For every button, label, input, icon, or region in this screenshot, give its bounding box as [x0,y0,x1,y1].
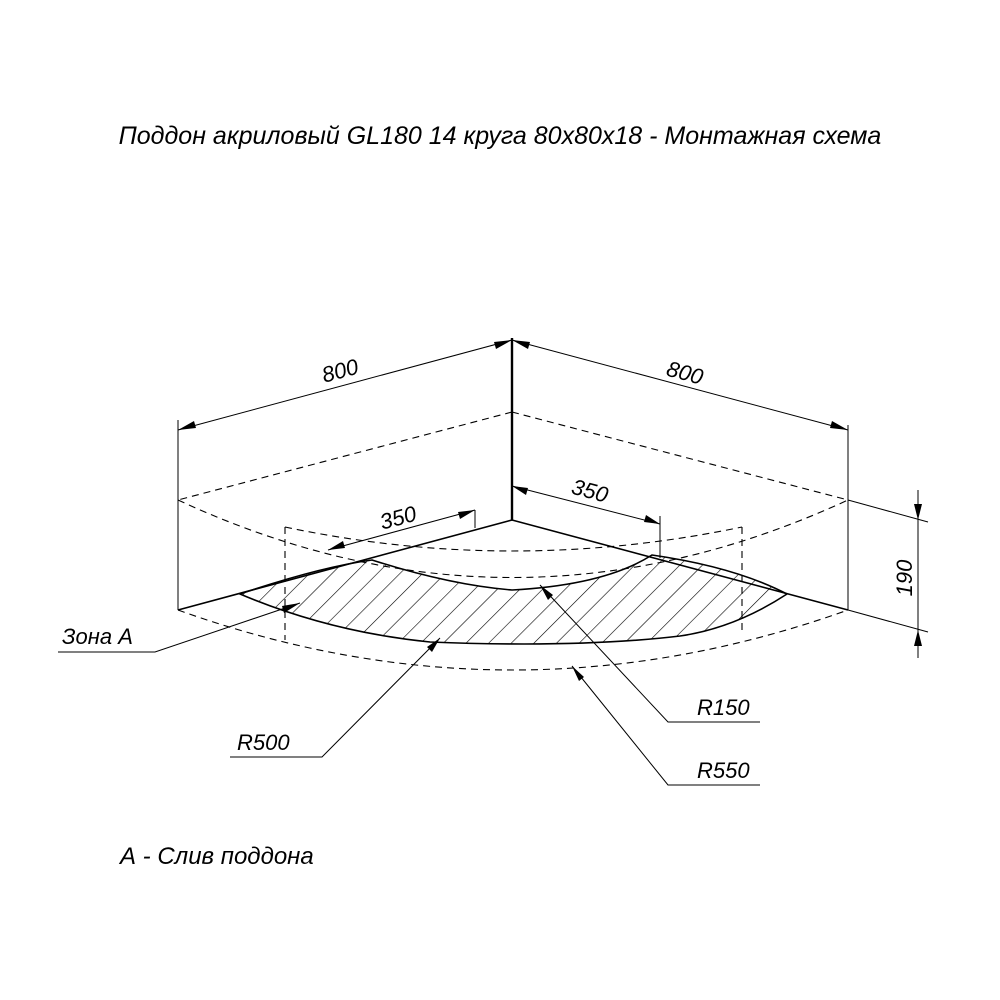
dim-800-right-label: 800 [664,356,707,390]
dim-190-label: 190 [892,559,917,596]
leader-r500 [230,637,441,758]
callout-r150: R150 [697,695,750,720]
dim-190-arrow-a [914,504,922,520]
leader-r550 [571,665,760,786]
drawing-title: Поддон акриловый GL180 14 круга 80x80x18… [118,122,882,150]
ext-190-bottom [847,609,929,633]
leader-zone-a-arrow [282,603,300,613]
bottom-outer-arc [177,609,849,671]
top-front-arc [177,499,849,578]
leader-zone-a [58,602,301,653]
dim-800-left-arrow-a [178,421,196,430]
zone-a-hatch [237,554,789,645]
dim-line-350-left [327,509,476,551]
dim-190-arrow-b [914,630,922,646]
dim-line-800-right [511,339,849,431]
dim-800-left-arrow-b [494,340,512,349]
dim-800-right-arrow-a [512,340,530,349]
leader-r500-arrow [427,638,440,652]
leader-r150 [539,584,760,723]
leader-r550-arrow [572,666,584,681]
dim-350-left-arrow-a [328,541,345,550]
callout-zone-a: Зона А [62,624,133,649]
dim-350-left-arrow-b [458,510,475,519]
leader-r150-arrow [540,585,553,600]
ext-190-top [847,499,929,523]
dim-350-right-arrow-b [644,515,660,524]
dim-line-350-right [511,485,661,525]
top-right-edge [511,411,849,501]
dim-350-right-arrow-a [512,486,528,495]
top-left-edge [177,411,513,501]
right-wall-bottom-edge [511,519,849,611]
callout-r550: R550 [697,758,750,783]
dim-350-left-label: 350 [377,501,420,535]
dim-line-800-left [177,339,513,431]
legend-note: А - Слив поддона [120,843,314,870]
dim-800-right-arrow-b [830,421,848,430]
inner-top-arc [284,526,743,552]
left-wall-bottom-edge [177,519,513,611]
callout-r500: R500 [237,730,290,755]
